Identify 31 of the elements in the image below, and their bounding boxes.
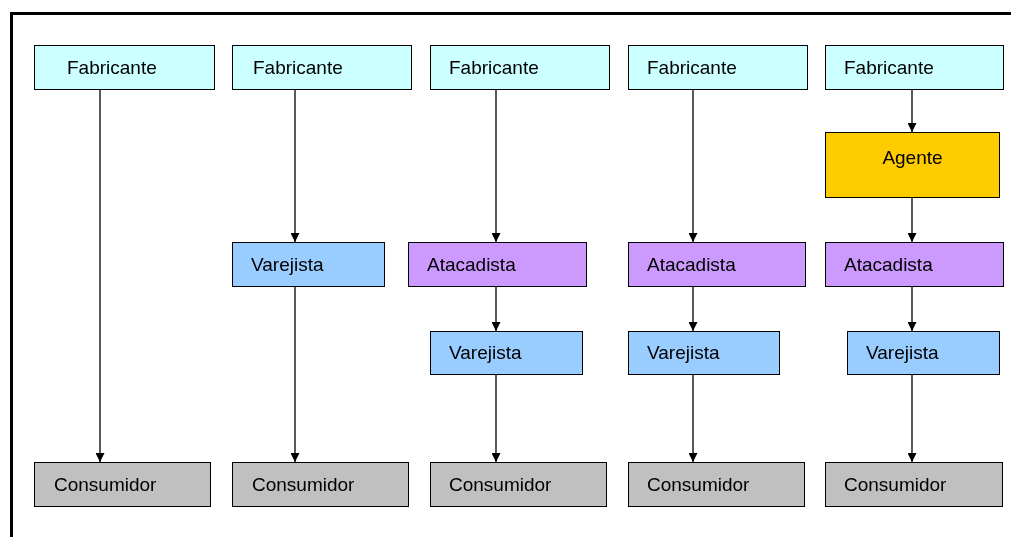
manufacturer-box: Fabricante xyxy=(430,45,610,90)
manufacturer-box: Fabricante xyxy=(34,45,215,90)
arrow xyxy=(491,89,501,243)
wholesaler-box: Atacadista xyxy=(825,242,1004,287)
retailer-box: Varejista xyxy=(430,331,583,375)
arrow xyxy=(907,197,917,243)
arrow xyxy=(907,374,917,463)
arrow xyxy=(290,89,300,243)
agent-box: Agente xyxy=(825,132,1000,198)
arrow xyxy=(688,89,698,243)
consumer-box: Consumidor xyxy=(34,462,211,507)
retailer-box: Varejista xyxy=(847,331,1000,375)
manufacturer-box: Fabricante xyxy=(825,45,1004,90)
consumer-box: Consumidor xyxy=(825,462,1003,507)
arrow xyxy=(491,286,501,332)
manufacturer-box: Fabricante xyxy=(628,45,808,90)
wholesaler-box: Atacadista xyxy=(628,242,806,287)
manufacturer-box: Fabricante xyxy=(232,45,412,90)
arrow xyxy=(688,286,698,332)
arrow xyxy=(907,89,917,133)
arrow xyxy=(688,374,698,463)
consumer-box: Consumidor xyxy=(232,462,409,507)
arrow xyxy=(290,286,300,463)
arrow xyxy=(907,286,917,332)
arrow xyxy=(491,374,501,463)
wholesaler-box: Atacadista xyxy=(408,242,587,287)
consumer-box: Consumidor xyxy=(628,462,805,507)
retailer-box: Varejista xyxy=(628,331,780,375)
arrow xyxy=(95,89,105,463)
consumer-box: Consumidor xyxy=(430,462,607,507)
retailer-box: Varejista xyxy=(232,242,385,287)
